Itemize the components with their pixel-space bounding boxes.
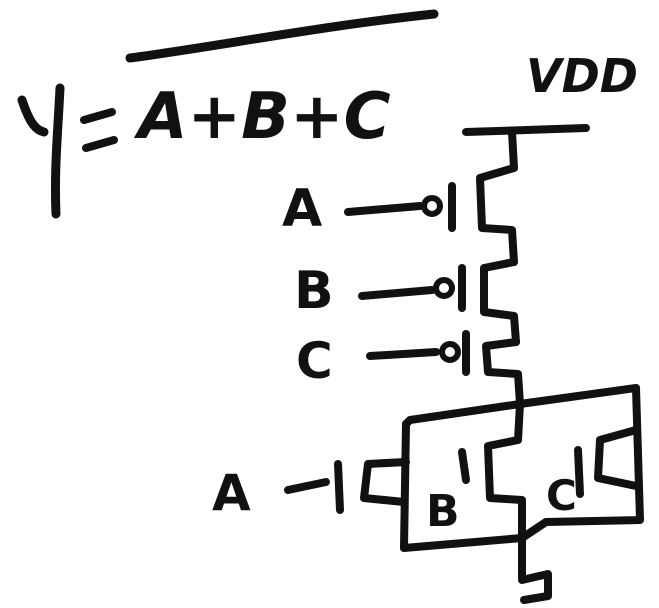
nmos-input-label-b: B xyxy=(426,486,460,537)
negation-overbar xyxy=(125,9,439,63)
vdd-label: VDD xyxy=(526,49,638,103)
channel-c xyxy=(482,338,524,408)
output-variable-y xyxy=(17,83,65,219)
gate-wire-a xyxy=(344,202,424,216)
pmos-a: A xyxy=(282,164,518,266)
channel-b xyxy=(480,258,520,346)
pmos-b: B xyxy=(294,258,520,346)
vdd-supply: VDD xyxy=(462,49,638,172)
nmos-gate-plate-a xyxy=(334,460,344,514)
vdd-rail xyxy=(462,124,590,136)
nmos-channel-a xyxy=(360,458,410,506)
nmos-input-label-c: C xyxy=(546,471,577,520)
pulldown-network: A B C xyxy=(212,384,644,604)
boolean-equation: A+B+C xyxy=(17,9,439,219)
nmos-c: C xyxy=(546,426,640,520)
nmos-a: A xyxy=(212,458,410,522)
inversion-bubble-b xyxy=(433,277,455,299)
nmos-channel-b xyxy=(484,400,526,542)
equals-sign xyxy=(80,108,118,152)
expression-text: A+B+C xyxy=(133,80,391,154)
inversion-bubble-a xyxy=(421,195,443,217)
output-node-left-branch xyxy=(400,420,410,552)
input-label-b: B xyxy=(294,261,334,321)
input-label-a: A xyxy=(282,179,322,239)
gate-wire-c xyxy=(366,348,440,360)
gate-wire-b xyxy=(358,286,436,300)
nmos-b: B xyxy=(426,400,526,542)
nmos-gate-plate-c xyxy=(574,446,584,498)
input-label-c: C xyxy=(296,332,333,390)
pullup-network: A B C xyxy=(282,164,524,408)
channel-a xyxy=(476,164,518,266)
inversion-bubble-c xyxy=(439,341,461,363)
nmos-gate-plate-b xyxy=(458,448,470,484)
nmos-input-label-a: A xyxy=(212,464,251,522)
pmos-c: C xyxy=(296,330,524,408)
ground-stub xyxy=(518,534,552,604)
nmos-gate-wire-a xyxy=(284,478,330,494)
nmos-channel-c xyxy=(594,426,640,490)
